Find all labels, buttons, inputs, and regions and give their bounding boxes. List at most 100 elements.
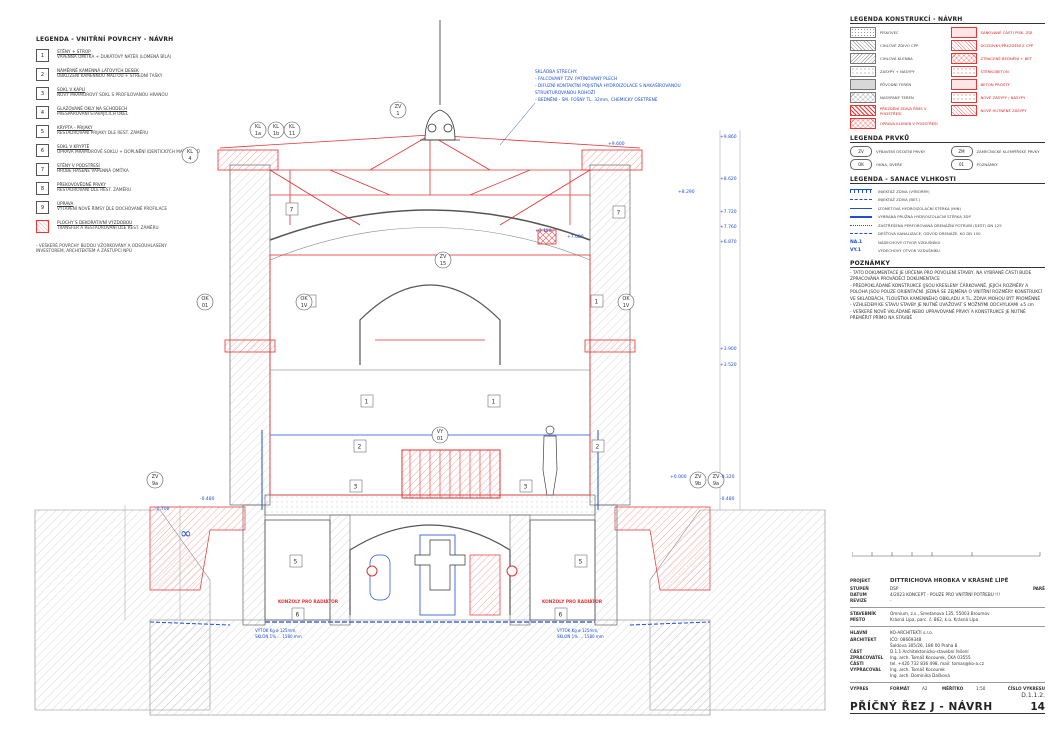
svg-text:+8.620: +8.620	[720, 176, 737, 182]
element-symbol-icon: 01	[950, 159, 973, 170]
sheet-title: PŘÍČNÝ ŘEZ J - NÁVRH	[850, 700, 993, 713]
element-label: OKNA, DVEŘE	[876, 162, 903, 167]
legend-item-number: 7	[36, 163, 49, 176]
svg-text:+6.870: +6.870	[720, 239, 737, 245]
crown-ornament	[420, 20, 460, 141]
crypt-labels: KONZOLY PRO RADIÁTOR KONZOLY PRO RADIÁTO…	[278, 598, 603, 605]
moisture-legend-item: INJEKTÁŽ ZDIVA (VÝBORRY)	[850, 187, 1045, 196]
svg-text:2: 2	[596, 444, 600, 451]
element-symbol-icon: ZM	[950, 146, 973, 157]
svg-text:3: 3	[524, 484, 528, 491]
line-style-icon	[850, 233, 872, 235]
svg-text:2: 2	[358, 444, 362, 451]
svg-text:+9.600: +9.600	[608, 141, 625, 147]
sheet-number: 14	[1030, 700, 1045, 713]
construction-legend-item: CIHLOVÉ ZDIVO CPP	[850, 40, 945, 51]
material-swatch-icon	[850, 27, 876, 38]
svg-text:+3.900: +3.900	[720, 346, 737, 352]
legend-item-number	[36, 220, 49, 233]
svg-text:STRUKTUROVANOU ROHOŽÍ: STRUKTUROVANOU ROHOŽÍ	[535, 88, 596, 96]
construction-legend-item: NOVÉ HUTNĚNÉ ZÁSYPY	[950, 105, 1046, 116]
svg-text:- DIFUZNÍ KONTAKTNÍ POJISTNÁ H: - DIFUZNÍ KONTAKTNÍ POJISTNÁ HYDROIZOLAC…	[535, 82, 681, 89]
legend-item-desc: HRUBÉ HAŠENÉ VÁPENNÁ OMÍTKA	[57, 168, 129, 173]
tag-zv-1: ZV1	[389, 101, 407, 119]
construction-legend-item: PŮVODNÍ TERÉN	[850, 79, 945, 90]
legend-item-title: NÁMĚRNĚ KAMENNÁ LATOVÝCH DESEK	[57, 68, 139, 73]
legend-item-desc: VÁPENNÁ OMÍTKA + DUKÁTOVÝ NÁTĚR (LOMENÁ …	[57, 54, 172, 59]
svg-text:7: 7	[290, 207, 294, 214]
material-label: PÍSKOVEC	[880, 30, 899, 35]
material-swatch-icon	[850, 40, 876, 51]
note-line: - TATO DOKUMENTACE JE URČENA PRO POVOLEN…	[850, 271, 1032, 283]
legend-item-title: STĚNY V PODSTŘEŠÍ	[57, 163, 100, 168]
material-label: BETON PROSTÝ	[980, 82, 1010, 87]
legend-item-title: PLOCHY S DEKORATIVNÍ VÝZDOBOU	[57, 220, 133, 225]
element-label: ZÁMEČNICKÉ KLEMPÍŘSKÉ PRVKY	[976, 149, 1040, 154]
construction-legend-item: NOVÉ ZÁSYPY / NÁSYPY	[950, 92, 1046, 103]
svg-text:KONZOLY PRO RADIÁTOR: KONZOLY PRO RADIÁTOR	[542, 598, 603, 605]
moisture-legend-item: INJEKTÁŽ ZDIVA (BET.)	[850, 196, 1045, 205]
material-label: OPRAVA KLENEB V PODSTŘEŠÍ	[880, 121, 938, 126]
line-style-icon	[850, 189, 872, 194]
svg-text:VÝTOK Kg ø 125mm,: VÝTOK Kg ø 125mm,	[255, 628, 297, 633]
svg-text:KL: KL	[187, 149, 193, 155]
material-label: NOVÉ ZÁSYPY / NÁSYPY	[980, 95, 1026, 100]
legend-item-desc: RESTAUROVÁNÍ PRIJAKY DLE REST. ZÁMĚRU	[57, 130, 149, 135]
legend-item-desc: TRANSFER A RESTAUROVÁNÍ DLE REST. ZÁMĚRU	[57, 225, 159, 230]
cornices	[217, 149, 643, 353]
construction-legend-item: ZÁSYPY + NÁSYPY	[850, 66, 945, 77]
construction-legend-item: PŘEZDĚNÍ ZDIVA ŘÍMS V PODSTŘEŠÍ	[850, 105, 945, 116]
svg-text:01: 01	[202, 303, 208, 309]
element-label: VÝBAVENÍ OSTATNÍ PRVKY	[876, 149, 926, 154]
vent-symbol-icon: NA.1	[850, 239, 863, 245]
svg-text:-0.480: -0.480	[720, 496, 735, 502]
moisture-label: INJEKTÁŽ ZDIVA (BET.)	[878, 197, 920, 203]
moisture-legend-item: VYBRANÁ PRUŽNÁ HYDROIZOLAČNÍ STĚRKA 3DP	[850, 213, 1045, 222]
line-style-icon	[850, 224, 872, 226]
legend-item-number: 2	[36, 68, 49, 81]
legend-item-desc: OBKLÍZENÍ KAMENNOU MALTOU + STŘEDNÍ TAŠK…	[57, 73, 163, 78]
elements-legend-title: LEGENDA PRVKŮ	[850, 135, 1045, 143]
svg-text:1b: 1b	[273, 131, 279, 137]
notes-list: - TATO DOKUMENTACE JE URČENA PRO POVOLEN…	[850, 271, 1045, 323]
legend-item-desc: PŘESPÁROVÁNÍ STÁVAJÍCÍCH OKEL	[57, 111, 129, 116]
construction-legend-item: OPRAVA KLENEB V PODSTŘEŠÍ	[850, 118, 945, 129]
construction-legend-item: SANOVANÉ ČÁSTI PÍSK. ZDÍ	[950, 27, 1046, 38]
moisture-legend-item: DEŠŤOVÁ KANALIZACE, ODVOD DRENÁŽE, KG DN…	[850, 230, 1045, 239]
svg-text:VY: VY	[437, 429, 444, 435]
material-label: NOVÉ HUTNĚNÉ ZÁSYPY	[980, 108, 1027, 113]
material-swatch-icon	[950, 40, 977, 51]
svg-text:6: 6	[296, 612, 300, 619]
roof-composition-note: SKLADBA STŘECHY: - FALCOVANÝ TZV. PATINO…	[535, 67, 681, 103]
svg-text:- BEDNĚNÍ - SM. FOŠNY TL. 32mm: - BEDNĚNÍ - SM. FOŠNY TL. 32mm, CHEMICKY…	[535, 95, 658, 103]
svg-text:9b: 9b	[695, 481, 701, 487]
notes-title: POZNÁMKY	[850, 260, 1045, 268]
svg-text:-0.480: -0.480	[200, 496, 215, 502]
vent-symbol-icon: VY.1	[850, 248, 861, 254]
svg-text:- FALCOVANÝ TZV. PATINOVANÝ PL: - FALCOVANÝ TZV. PATINOVANÝ PLECH	[535, 75, 617, 82]
legend-item-title: PŘEKOVOVĚDNÉ PRVKY	[57, 182, 106, 187]
svg-text:+7.760: +7.760	[720, 224, 737, 230]
material-label: CIHLOVÁ KLENBA	[880, 56, 913, 61]
material-label: NASYPANÝ TERÉN	[880, 95, 914, 100]
moisture-label: VYBRANÁ PRUŽNÁ HYDROIZOLAČNÍ STĚRKA 3DP	[878, 214, 971, 220]
moisture-legend-title: LEGENDA - SANACE VLHKOSTI	[850, 176, 1045, 184]
svg-text:1: 1	[396, 111, 399, 117]
